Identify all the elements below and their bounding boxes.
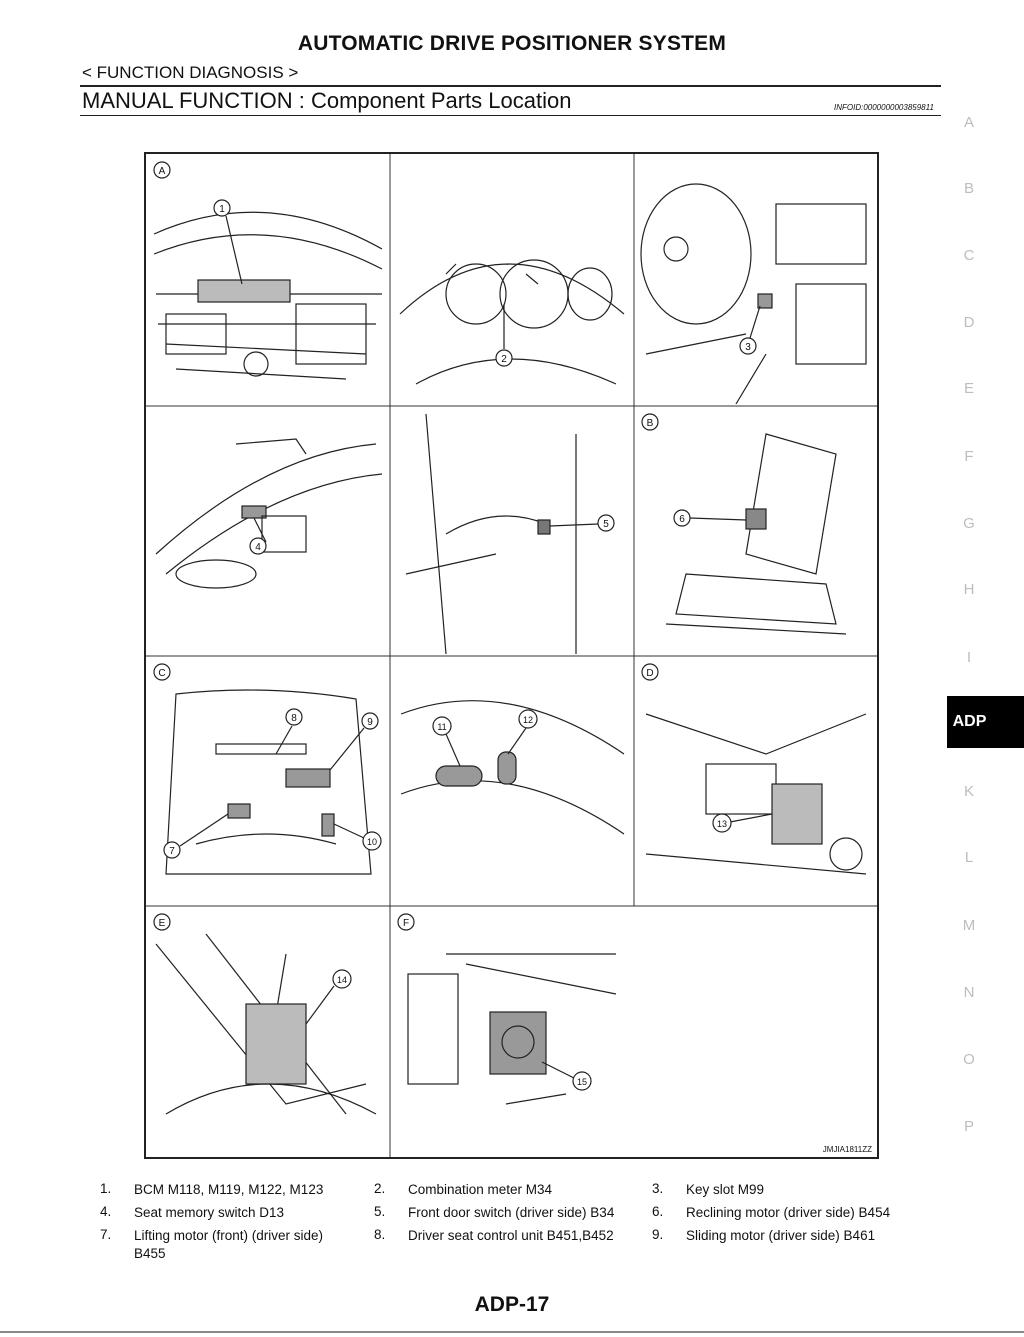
side-letter-k[interactable]: K <box>963 783 974 800</box>
view-label-a: A <box>153 161 171 179</box>
callout-11: 11 <box>432 716 461 767</box>
callout-6: 6 <box>673 509 747 527</box>
section-path: < FUNCTION DIAGNOSIS > <box>82 63 299 82</box>
drawing-combination-meter <box>399 259 625 385</box>
drawing-seat-switches <box>400 700 625 835</box>
drawing-seat-underside <box>165 689 372 875</box>
side-letter-o[interactable]: O <box>963 1051 975 1068</box>
svg-text:B: B <box>647 418 654 429</box>
svg-text:1: 1 <box>219 204 225 215</box>
svg-text:3: 3 <box>745 342 751 353</box>
section-title: MANUAL FUNCTION : Component Parts Locati… <box>82 88 572 113</box>
side-letter-n[interactable]: N <box>963 984 975 1001</box>
section-rule <box>80 115 941 116</box>
callout-3: 3 <box>739 305 761 355</box>
side-tab-adp[interactable]: ADP <box>947 696 1024 748</box>
side-letter-b[interactable]: B <box>963 180 974 197</box>
view-label-f: F <box>397 913 415 931</box>
drawing-reclining-motor <box>665 433 847 635</box>
figure-code: JMJIA1811ZZ <box>822 1145 872 1154</box>
svg-text:8: 8 <box>291 713 297 724</box>
figure-grid <box>146 154 877 1157</box>
page-bottom-rule <box>0 1331 1024 1333</box>
view-label-c: C <box>153 663 171 681</box>
view-label-e: E <box>153 913 171 931</box>
svg-text:5: 5 <box>603 519 609 530</box>
figure-illustration: A B C D E F 1 2 <box>146 154 877 1157</box>
drawing-center-console <box>155 933 377 1115</box>
side-letter-m[interactable]: M <box>962 917 976 934</box>
svg-text:E: E <box>159 918 166 929</box>
svg-text:14: 14 <box>337 975 347 985</box>
drawing-seat-memory-switch <box>155 438 383 589</box>
svg-text:A: A <box>159 166 166 177</box>
callout-9: 9 <box>329 712 379 771</box>
svg-text:2: 2 <box>501 354 507 365</box>
view-label-d: D <box>641 663 659 681</box>
callout-1: 1 <box>213 199 243 285</box>
header-rule <box>80 85 941 87</box>
side-letter-g[interactable]: G <box>963 515 975 532</box>
info-id: INFOID:0000000003859811 <box>834 103 934 112</box>
callout-12: 12 <box>507 709 538 755</box>
drawing-key-slot-area <box>640 183 867 405</box>
component-location-figure: A B C D E F 1 2 <box>144 152 879 1159</box>
side-letter-a[interactable]: A <box>963 114 974 131</box>
drawing-seat-control-unit <box>407 953 617 1105</box>
callout-15: 15 <box>541 1061 592 1091</box>
svg-text:C: C <box>158 668 165 679</box>
callout-13: 13 <box>712 813 773 833</box>
side-letter-c[interactable]: C <box>963 247 975 264</box>
callout-4: 4 <box>249 517 267 555</box>
callout-14: 14 <box>305 969 352 1025</box>
callout-7: 7 <box>163 813 229 859</box>
callout-2: 2 <box>495 304 513 367</box>
side-letter-d[interactable]: D <box>963 314 975 331</box>
side-letter-i[interactable]: I <box>966 649 972 666</box>
callout-8: 8 <box>275 708 303 755</box>
drawing-engine-bay <box>645 713 867 875</box>
svg-text:10: 10 <box>367 837 377 847</box>
callout-5: 5 <box>549 514 615 532</box>
side-letter-l[interactable]: L <box>964 849 974 866</box>
side-letter-h[interactable]: H <box>963 581 975 598</box>
drawing-bcm-area <box>153 211 383 380</box>
svg-text:D: D <box>646 668 653 679</box>
side-index: A B C D E F G H I ADP K L M N O P <box>947 0 1024 1337</box>
side-letter-p[interactable]: P <box>963 1118 974 1135</box>
svg-text:4: 4 <box>255 542 261 553</box>
page-number: ADP-17 <box>474 1293 550 1316</box>
view-label-b: B <box>641 413 659 431</box>
svg-text:9: 9 <box>367 717 373 728</box>
svg-text:12: 12 <box>523 715 533 725</box>
drawing-door-switch <box>405 413 577 655</box>
doc-title: AUTOMATIC DRIVE POSITIONER SYSTEM <box>297 32 727 55</box>
callout-10: 10 <box>333 823 382 851</box>
side-letter-e[interactable]: E <box>963 380 974 397</box>
side-letter-f[interactable]: F <box>964 448 974 465</box>
svg-text:15: 15 <box>577 1077 587 1087</box>
svg-text:13: 13 <box>717 819 727 829</box>
svg-text:F: F <box>403 918 409 929</box>
svg-text:11: 11 <box>437 722 446 732</box>
svg-text:6: 6 <box>679 514 685 525</box>
svg-text:7: 7 <box>169 846 175 857</box>
